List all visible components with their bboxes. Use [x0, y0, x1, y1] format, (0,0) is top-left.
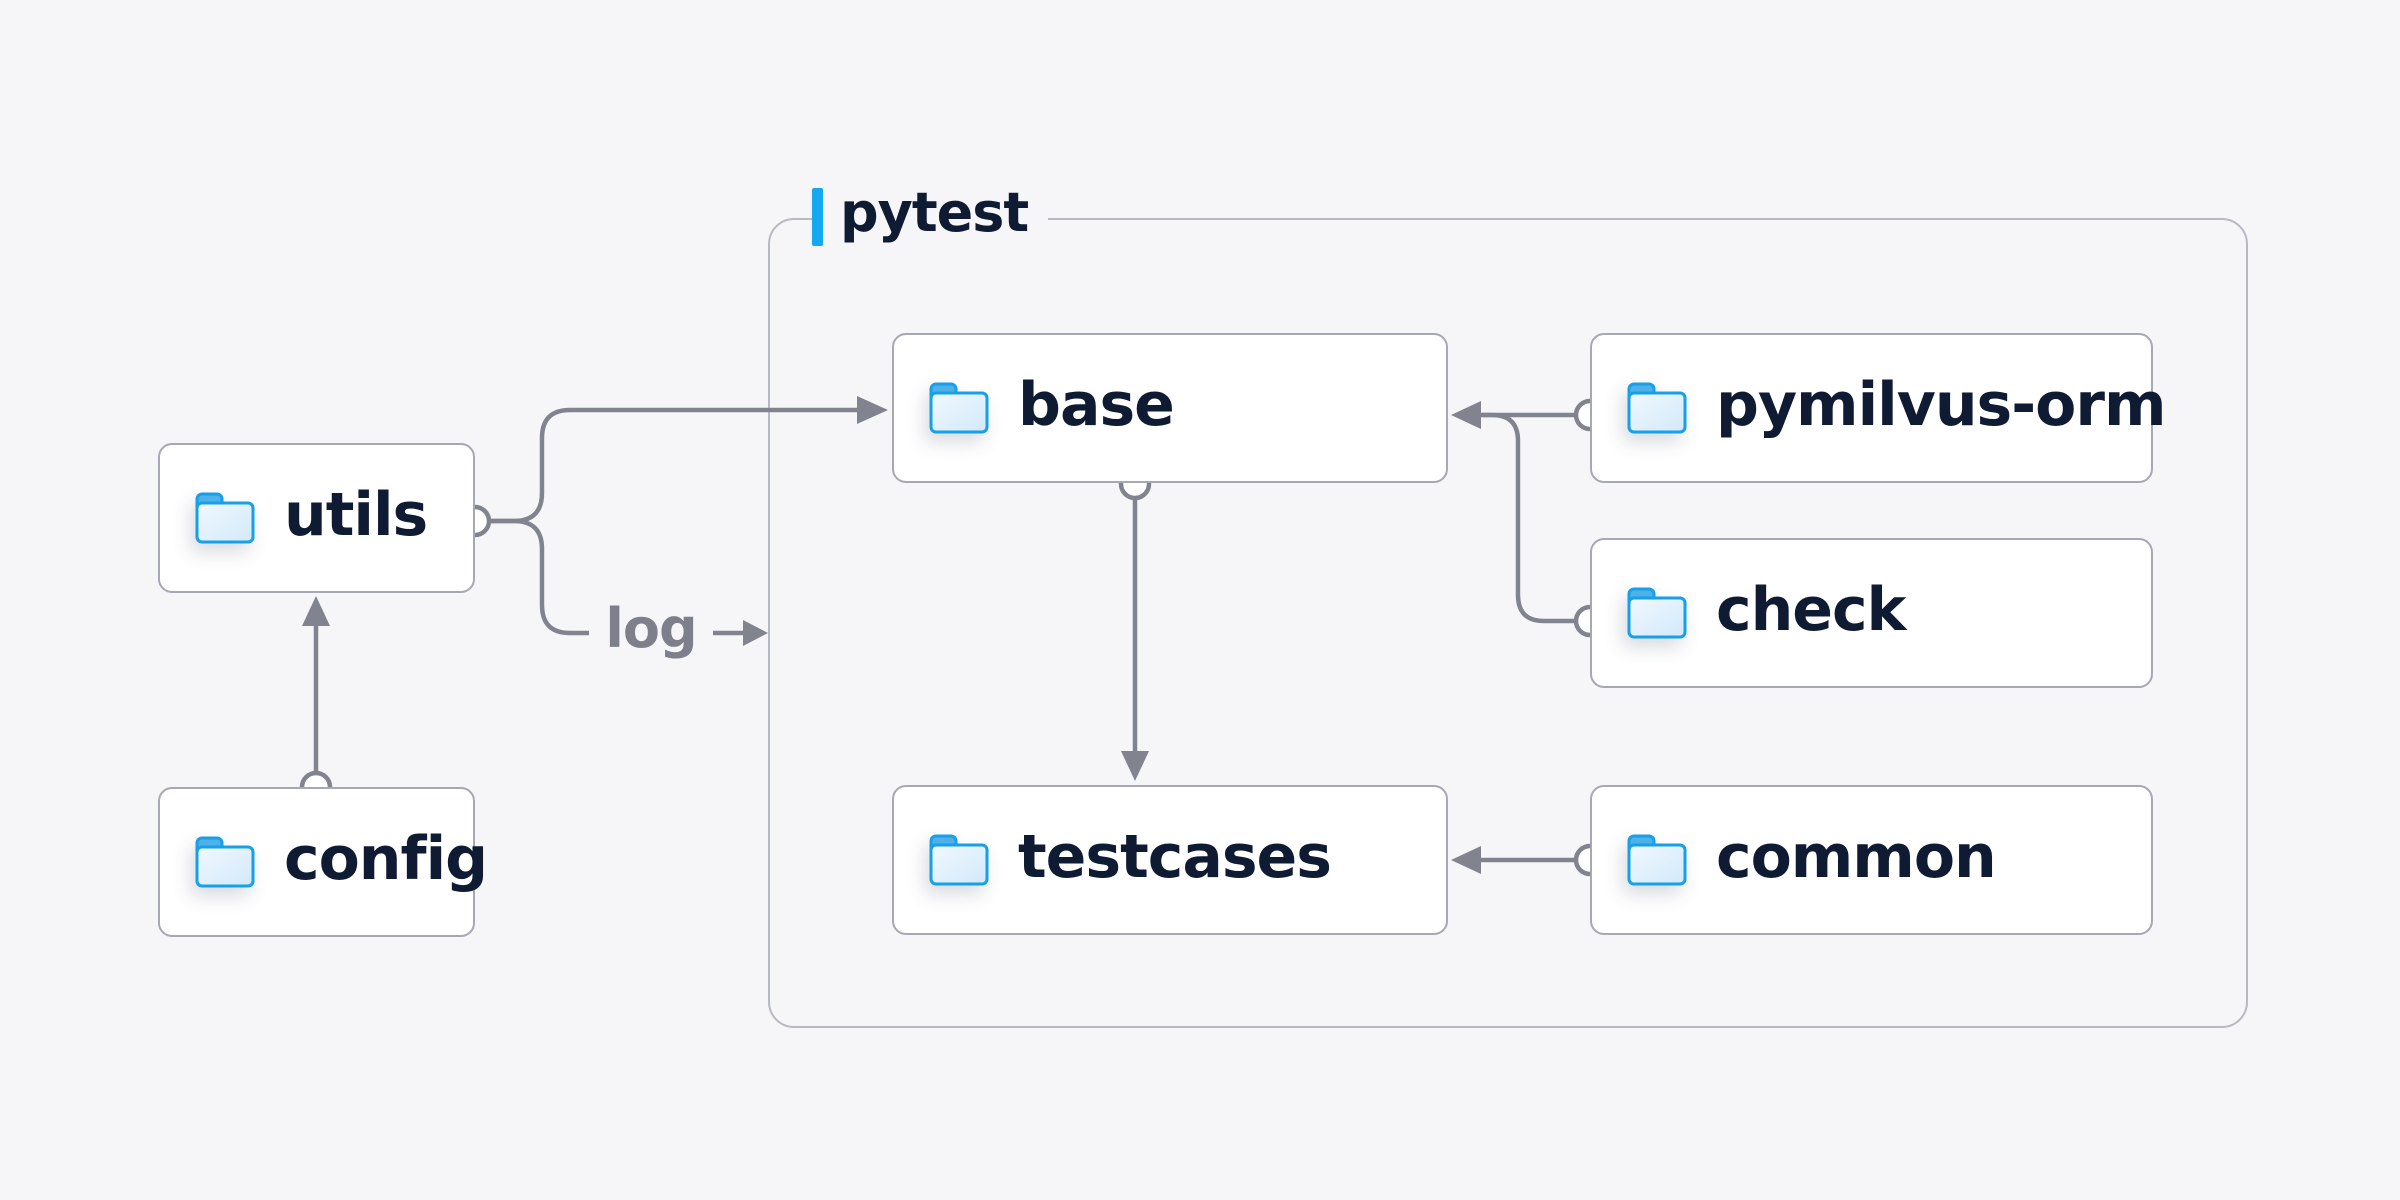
- node-label: base: [1018, 370, 1175, 440]
- blue-bar-icon: [812, 188, 823, 246]
- log-label: log: [605, 597, 697, 660]
- node-label: check: [1716, 575, 1906, 645]
- folder-icon: [195, 836, 255, 888]
- node-utils: utils: [158, 443, 475, 593]
- node-common: common: [1590, 785, 2153, 935]
- folder-icon: [929, 382, 989, 434]
- folder-icon: [1627, 587, 1687, 639]
- node-check: check: [1590, 538, 2153, 688]
- pytest-container-label: pytest: [812, 181, 1049, 248]
- node-config: config: [158, 787, 488, 937]
- arrowhead-log: [743, 620, 768, 646]
- folder-icon: [195, 492, 255, 544]
- node-label: config: [284, 824, 488, 894]
- node-base: base: [892, 333, 1448, 483]
- node-label: pymilvus-orm: [1716, 370, 2166, 440]
- folder-icon: [1627, 834, 1687, 886]
- node-testcases: testcases: [892, 785, 1448, 935]
- pytest-label-text: pytest: [840, 181, 1029, 244]
- node-label: utils: [284, 480, 428, 550]
- node-label: testcases: [1018, 822, 1332, 892]
- node-label: common: [1716, 822, 1997, 892]
- node-pymilvus-orm: pymilvus-orm: [1590, 333, 2166, 483]
- edge-utils-to-log: [489, 518, 589, 636]
- folder-icon: [929, 834, 989, 886]
- arrowhead-into-utils: [302, 596, 330, 626]
- pytest-container: [768, 218, 2248, 1028]
- folder-icon: [1627, 382, 1687, 434]
